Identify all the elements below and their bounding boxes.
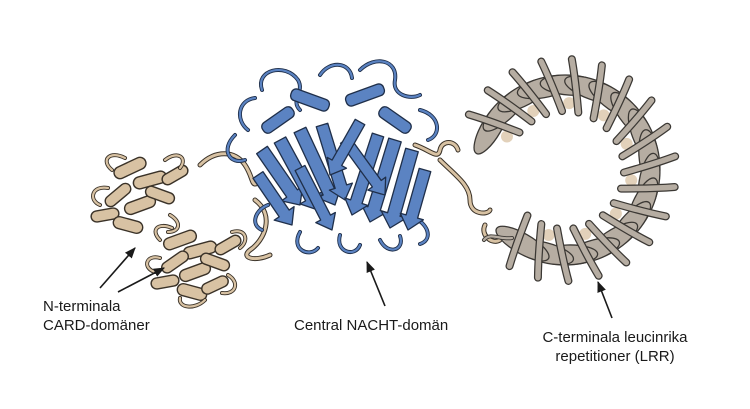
lrr-ribbon bbox=[484, 87, 535, 125]
lrr-ribbon bbox=[618, 184, 678, 192]
lrr-inner-patch bbox=[579, 227, 592, 240]
nacht-loop-fill bbox=[254, 203, 270, 232]
lrr-ribbon bbox=[554, 225, 572, 284]
linker-loops-fill bbox=[198, 141, 502, 261]
lrr-ribbon bbox=[600, 212, 653, 245]
card-helix bbox=[144, 185, 176, 205]
lrr-ribbon bbox=[466, 111, 523, 136]
nacht-loop-fill bbox=[338, 233, 362, 254]
lrr-inner-patch bbox=[597, 109, 610, 122]
arrow-lrr bbox=[597, 280, 613, 319]
lrr-ribbon bbox=[621, 153, 678, 176]
nacht-helix bbox=[344, 83, 386, 107]
card-loop-fill bbox=[220, 273, 237, 295]
nacht-beta-strand bbox=[326, 118, 366, 176]
card-domain-label: N-terminala CARD-domäner bbox=[43, 297, 150, 335]
nacht-helix bbox=[289, 88, 331, 112]
lrr-inner-patch bbox=[563, 97, 576, 110]
card-helix bbox=[199, 252, 231, 272]
lrr-ribbon bbox=[586, 221, 630, 266]
nacht-label-line-1: Central NACHT-domän bbox=[294, 317, 449, 334]
nacht-loop bbox=[318, 62, 354, 80]
card-helix bbox=[90, 207, 120, 223]
lrr-domain-label: C-terminala leucinrika repetitioner (LRR… bbox=[520, 328, 710, 366]
nacht-loop-fill bbox=[318, 63, 354, 80]
card-helix bbox=[150, 274, 180, 290]
nacht-loop-fill bbox=[296, 230, 320, 254]
nacht-loop-fill bbox=[358, 60, 422, 98]
lrr-ribbon bbox=[570, 225, 602, 279]
nacht-loop-fill bbox=[418, 108, 438, 142]
card-loop-fill bbox=[154, 224, 174, 242]
lrr-label-line-1: C-terminala leucinrika bbox=[542, 329, 688, 346]
lrr-ribbon bbox=[611, 200, 669, 220]
lrr-ribbon bbox=[603, 76, 632, 131]
lrr-ribbon bbox=[535, 221, 545, 281]
card-loop-fill bbox=[178, 296, 207, 308]
lrr-ribbon bbox=[509, 69, 549, 117]
card-loop-fill bbox=[91, 186, 110, 207]
lrr-inner-patch bbox=[500, 130, 513, 143]
nacht-beta-strand bbox=[256, 145, 304, 206]
card-loop-fill bbox=[163, 154, 184, 170]
nacht-domain-structure bbox=[225, 59, 439, 255]
card-helix bbox=[176, 282, 208, 302]
nacht-loop-fill bbox=[226, 133, 247, 163]
card-label-line-1: N-terminala bbox=[43, 298, 121, 315]
card-helix bbox=[113, 156, 147, 180]
lrr-domain-structure bbox=[464, 55, 680, 285]
lrr-inner-patch bbox=[542, 228, 555, 241]
nacht-domain-label: Central NACHT-domän bbox=[294, 316, 448, 335]
nacht-beta-strand bbox=[399, 167, 432, 231]
card-helix bbox=[161, 164, 189, 186]
nacht-beta-strand bbox=[252, 170, 295, 226]
card-helix bbox=[112, 215, 144, 235]
card-loop-fill bbox=[146, 256, 162, 274]
arrow-card-top bbox=[99, 247, 136, 289]
nacht-helix bbox=[378, 106, 412, 134]
lrr-inner-patch bbox=[527, 104, 540, 117]
lrr-label-line-2: repetitioner (LRR) bbox=[555, 348, 675, 365]
lrr-ribbon bbox=[569, 56, 582, 116]
card-loop-fill bbox=[166, 213, 180, 234]
card-domain-structure bbox=[90, 153, 248, 309]
card-loop-fill bbox=[105, 154, 127, 172]
lrr-ribbon bbox=[590, 62, 605, 122]
card-label-line-2: CARD-domäner bbox=[43, 317, 150, 334]
label-arrows bbox=[99, 247, 613, 319]
lrr-inner-patch bbox=[620, 137, 633, 150]
card-helix bbox=[214, 234, 242, 256]
arrow-nacht bbox=[366, 260, 386, 307]
lrr-tail-fill bbox=[482, 235, 514, 242]
nacht-loop-fill bbox=[378, 234, 402, 251]
nacht-beta-strand bbox=[339, 136, 387, 196]
card-helix bbox=[201, 275, 229, 295]
card-loop-fill bbox=[230, 230, 247, 250]
nacht-loop-fill bbox=[238, 96, 257, 132]
lrr-ribbon bbox=[538, 58, 565, 114]
lrr-ribbon bbox=[619, 123, 670, 160]
lrr-inner-patch bbox=[625, 174, 638, 187]
lrr-ribbon bbox=[613, 97, 655, 144]
card-helix bbox=[104, 182, 132, 208]
nacht-beta-strand bbox=[294, 164, 337, 231]
nacht-beta-strand bbox=[380, 147, 419, 229]
nacht-helix bbox=[261, 106, 295, 134]
card-helix bbox=[162, 229, 198, 251]
lrr-inner-patch bbox=[609, 207, 622, 220]
arrow-card-bottom bbox=[117, 267, 165, 293]
lrr-ribbon bbox=[506, 212, 531, 269]
